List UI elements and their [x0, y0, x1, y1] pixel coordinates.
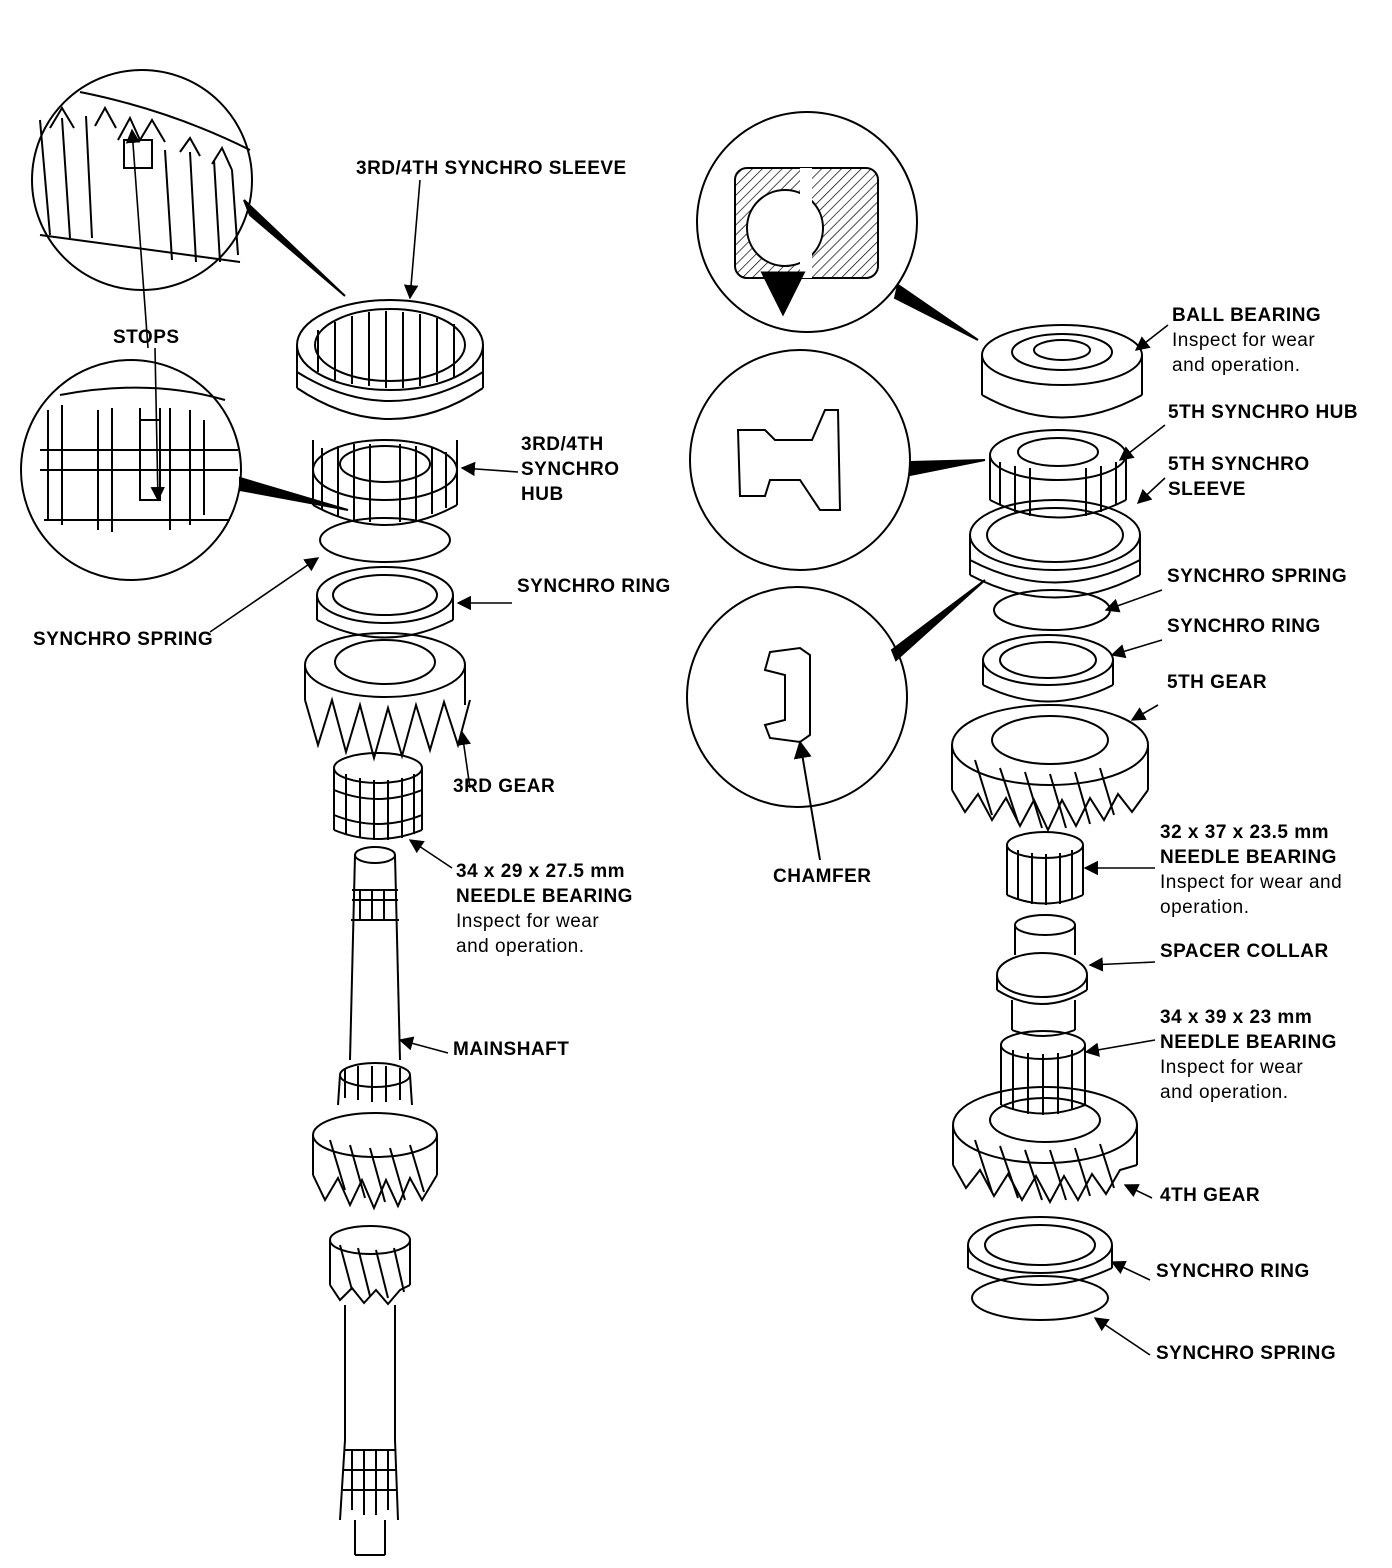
label-synchro-spring-left: SYNCHRO SPRING: [33, 629, 214, 650]
detail-circle-hub-tooth: [689, 349, 986, 571]
label-chamfer: CHAMFER: [773, 866, 872, 887]
label-synchro-ring-right-1: SYNCHRO RING: [1167, 616, 1321, 637]
label-synchro-ring-right-2: SYNCHRO RING: [1156, 1261, 1310, 1282]
label-sleeve-5th: 5TH SYNCHRO SLEEVE: [1168, 454, 1310, 500]
label-spacer-collar: SPACER COLLAR: [1160, 941, 1329, 962]
detail-circle-hub-stops: [20, 359, 349, 581]
label-hub-3-4: 3RD/4TH SYNCHRO HUB: [521, 434, 620, 505]
detail-circle-chamfer: [686, 579, 986, 861]
detail-circle-bearing-section: [696, 111, 979, 341]
label-hub-5th: 5TH SYNCHRO HUB: [1168, 402, 1359, 423]
gear-4th: [952, 1086, 1138, 1205]
needle-bearing-left: [333, 752, 423, 840]
label-stops: STOPS: [113, 327, 180, 348]
label-mainshaft: MAINSHAFT: [453, 1039, 570, 1060]
label-ball-bearing: BALL BEARING Inspect for wear and operat…: [1172, 305, 1322, 376]
label-gear-3rd: 3RD GEAR: [453, 776, 556, 797]
ball-bearing: [981, 324, 1143, 419]
spacer-collar: [996, 914, 1088, 1037]
synchro-sleeve-5th: [969, 499, 1141, 599]
needle-bearing-right-1: [1006, 831, 1084, 905]
synchro-ring-right-1: [982, 634, 1114, 703]
gear-5th: [951, 704, 1149, 833]
synchro-ring-right-2: [967, 1216, 1113, 1286]
gear-3rd: [304, 632, 471, 762]
label-needle-bearing-right-2: 34 x 39 x 23 mm NEEDLE BEARING Inspect f…: [1160, 1007, 1337, 1103]
synchro-ring-left: [316, 566, 454, 639]
mainshaft-shaft: [312, 846, 438, 1556]
label-sleeve-3-4: 3RD/4TH SYNCHRO SLEEVE: [356, 158, 627, 179]
synchro-spring-right-1: [993, 589, 1111, 631]
label-synchro-spring-right-1: SYNCHRO SPRING: [1167, 566, 1348, 587]
label-needle-bearing-right-1: 32 x 37 x 23.5 mm NEEDLE BEARING Inspect…: [1160, 822, 1343, 918]
label-gear-5th: 5TH GEAR: [1167, 672, 1268, 693]
label-needle-bearing-left: 34 x 29 x 27.5 mm NEEDLE BEARING Inspect…: [456, 861, 633, 957]
synchro-spring-left: [319, 517, 451, 563]
label-synchro-ring-left: SYNCHRO RING: [517, 576, 671, 597]
synchro-hub-3-4: [312, 439, 458, 526]
synchro-sleeve-3-4: [296, 299, 484, 420]
label-gear-4th: 4TH GEAR: [1160, 1185, 1261, 1206]
label-synchro-spring-right-2: SYNCHRO SPRING: [1156, 1343, 1337, 1364]
synchro-spring-right-2: [971, 1275, 1109, 1321]
leader-lines: [125, 128, 1169, 1356]
detail-circle-sleeve-stops: [31, 69, 346, 297]
